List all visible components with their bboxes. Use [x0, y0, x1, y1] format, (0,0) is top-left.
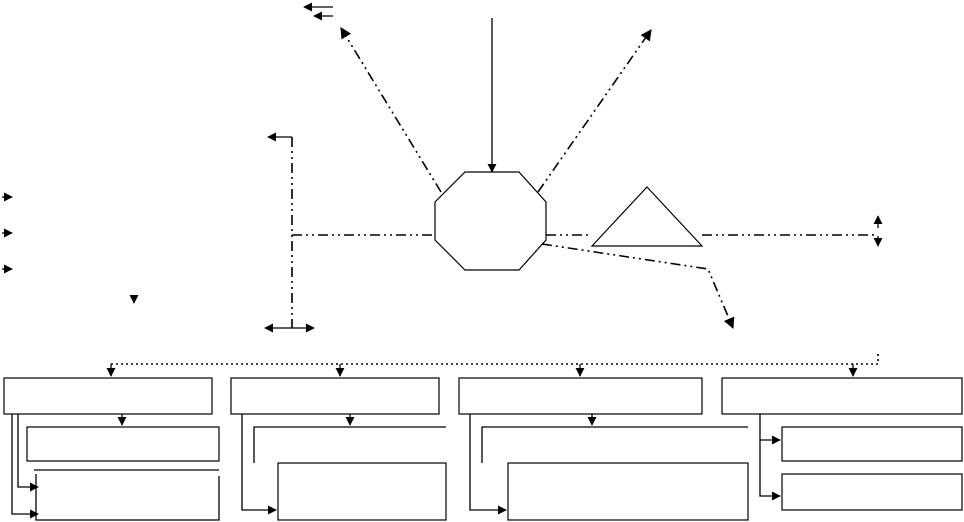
central-octagon — [434, 171, 547, 271]
column-4-box-b — [781, 473, 963, 511]
upper-right-diagonal-arrow — [537, 29, 652, 193]
upper-left-diagonal-arrow — [340, 27, 442, 193]
left-margin-arrows — [2, 192, 139, 304]
column-2-box-b — [277, 462, 447, 521]
column-3-box-a — [481, 426, 748, 463]
column-4-box-a — [781, 426, 963, 462]
triangle-shape — [590, 186, 704, 247]
column-4-header-box — [721, 377, 963, 415]
top-left-arrows — [303, 2, 333, 21]
column-3-box-b — [507, 462, 749, 521]
distribution-line — [106, 354, 879, 377]
column-2-header-box — [230, 377, 440, 415]
column-1-box-a — [26, 426, 220, 462]
column-3-header-box — [458, 377, 703, 415]
left-vertical-bar — [264, 132, 315, 333]
lower-right-diagonal-arrow — [541, 243, 735, 330]
column-1-header-box — [3, 377, 213, 415]
column-4 — [721, 377, 963, 511]
column-1 — [3, 377, 220, 521]
column-2-box-a — [253, 426, 446, 463]
column-3 — [458, 377, 749, 521]
column-2 — [230, 377, 447, 521]
